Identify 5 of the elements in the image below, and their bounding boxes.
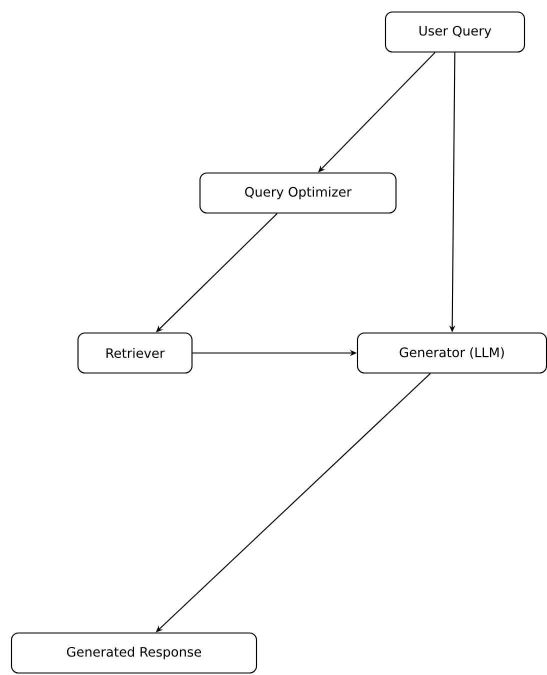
process-box: Generator (LLM) [356, 332, 547, 374]
process-box: Query Optimizer [199, 172, 397, 214]
process-box: Retriever [77, 332, 193, 374]
process-box: Generated Response [10, 632, 258, 674]
process-box: User Query [384, 11, 526, 53]
